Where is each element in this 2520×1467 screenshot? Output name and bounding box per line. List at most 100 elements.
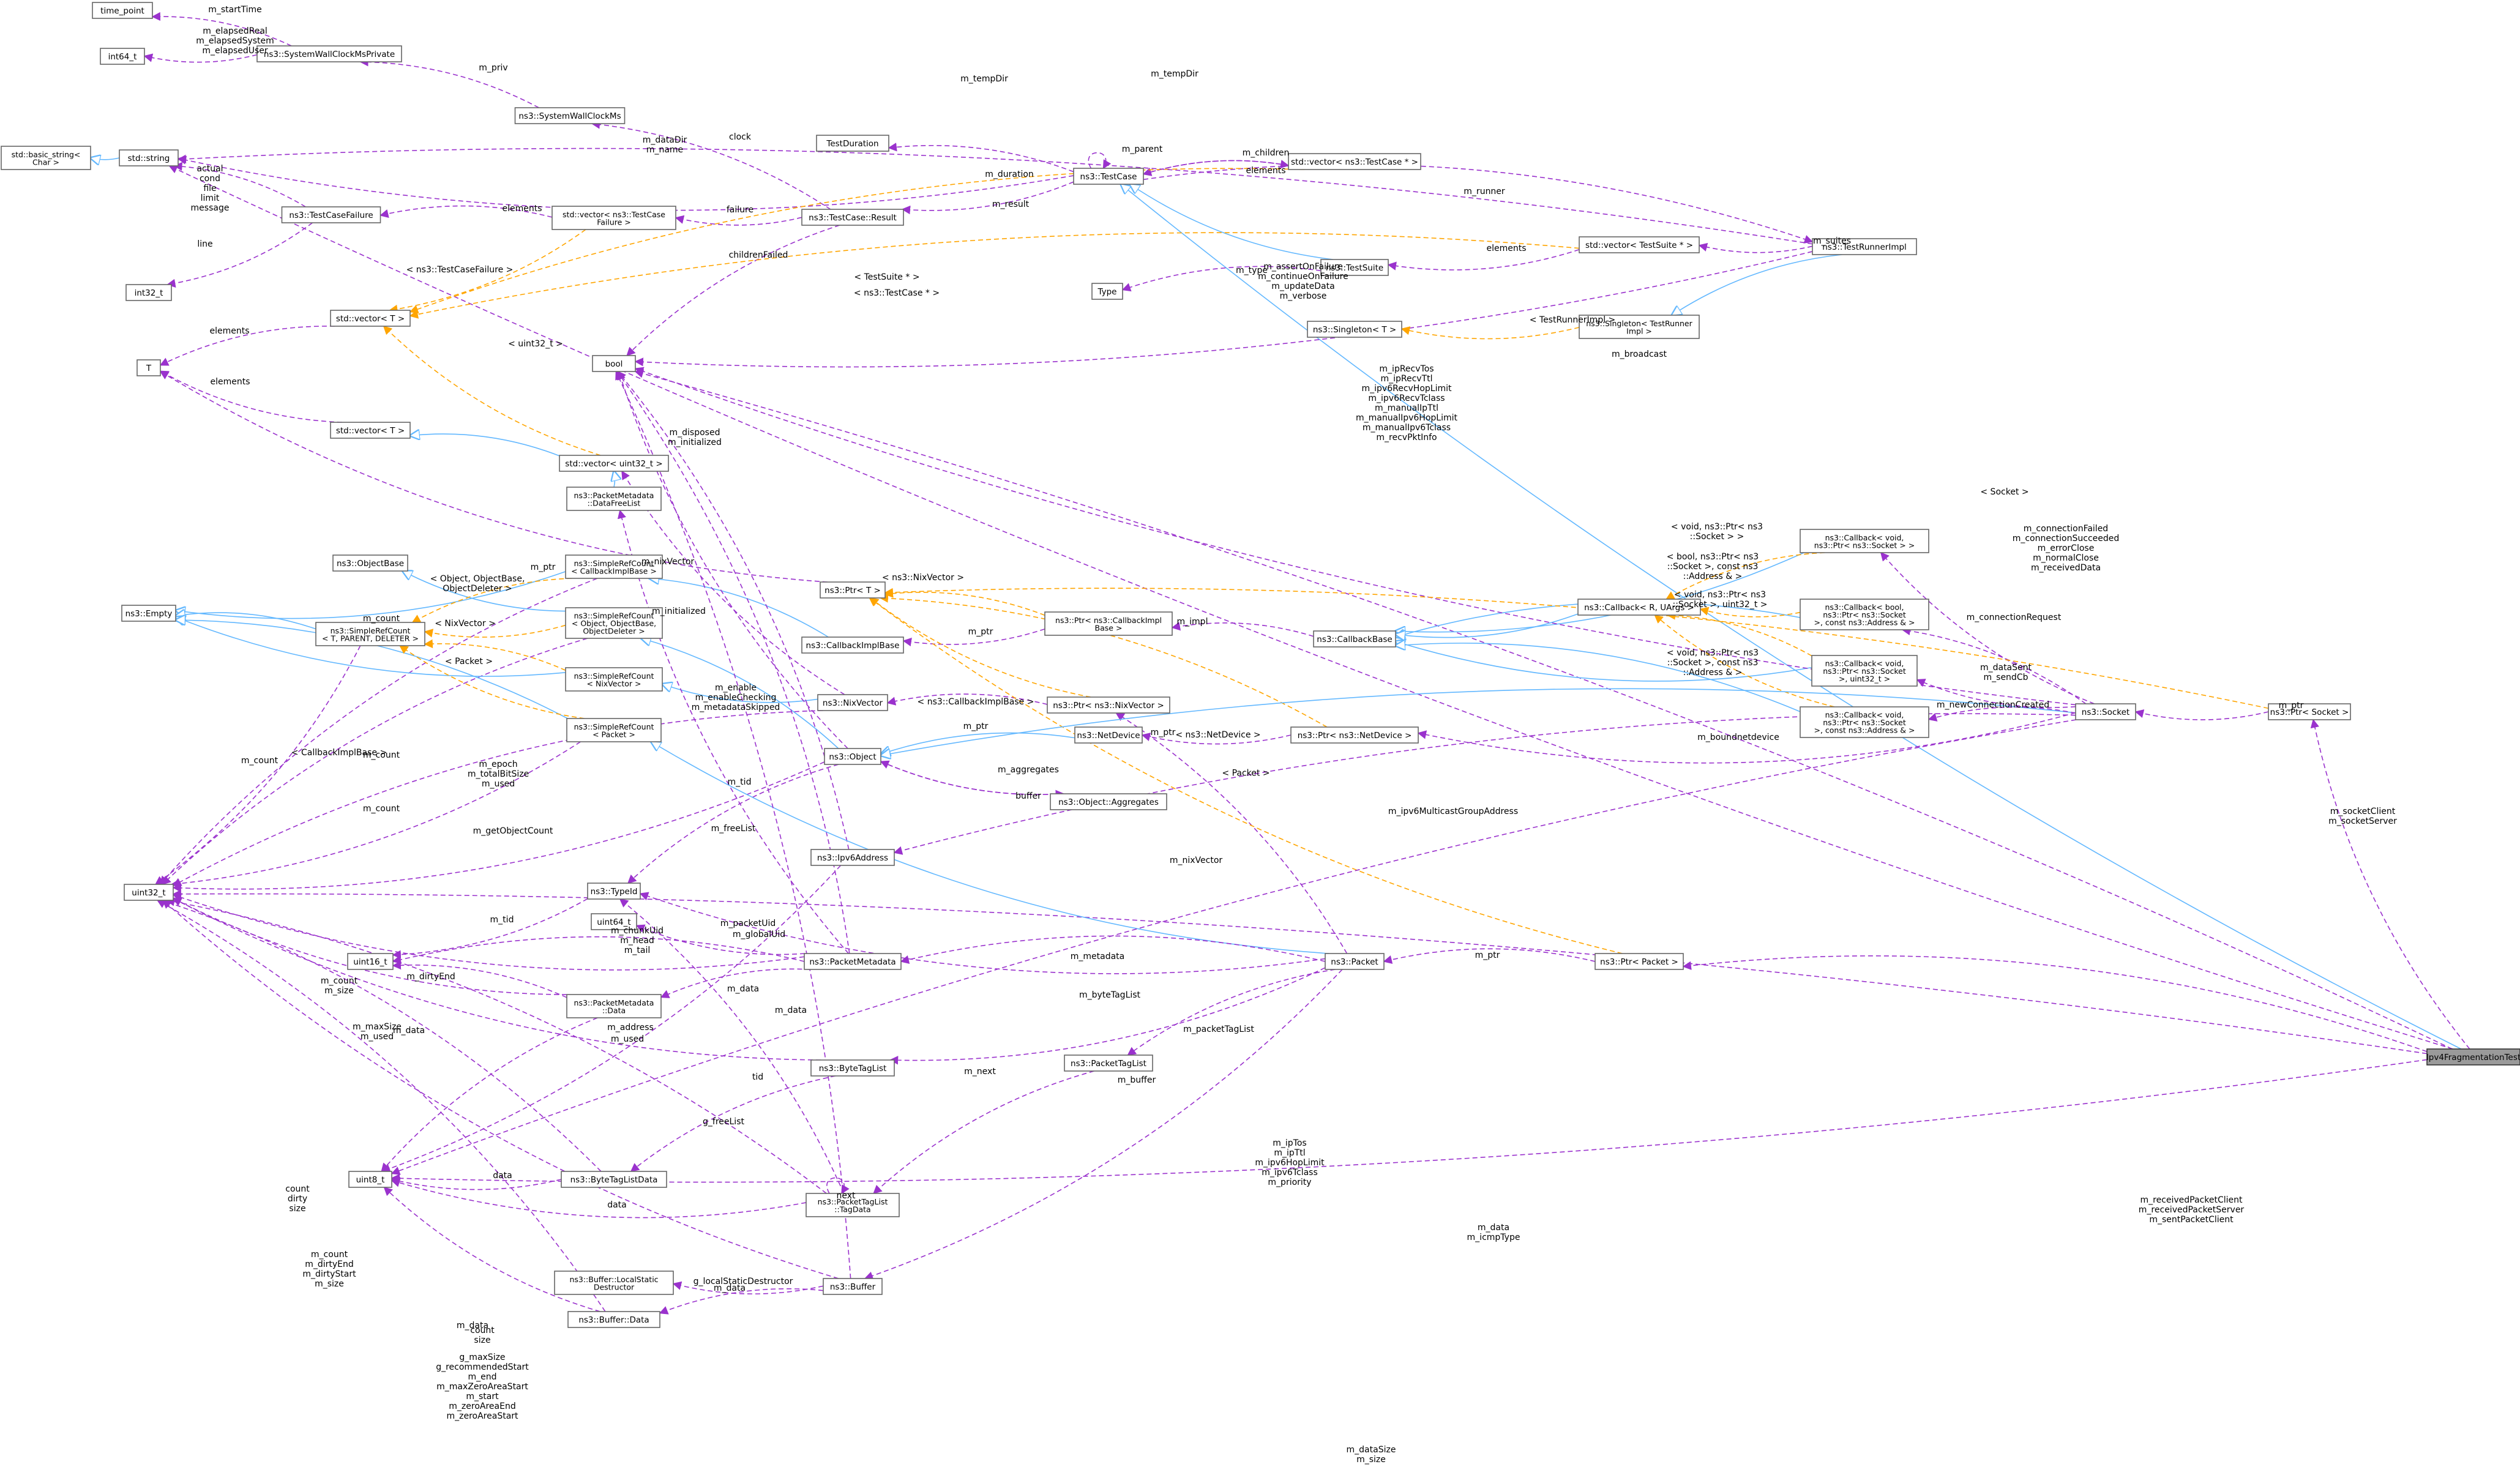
edge-pm_dfl-to-vec_u32 xyxy=(614,471,615,488)
node-ptr_nix[interactable]: ns3::Ptr< ns3::NixVector > xyxy=(1047,696,1170,714)
node-vec_u32[interactable]: std::vector< uint32_t > xyxy=(559,455,669,472)
node-packettaglist[interactable]: ns3::PacketTagList xyxy=(1064,1055,1153,1072)
node-root[interactable]: Ipv4FragmentationTest xyxy=(2426,1048,2520,1066)
node-singletonT-label: ns3::Singleton< T > xyxy=(1313,325,1396,335)
node-tcfailure[interactable]: ns3::TestCaseFailure xyxy=(281,206,381,223)
node-src_cib[interactable]: ns3::SimpleRefCount< CallbackImplBase > xyxy=(565,554,663,579)
node-cb_void_addr-box xyxy=(1800,706,1929,738)
edge-root-to-ptr_socket xyxy=(2310,719,2470,1050)
edge-buf_data-to-uint32_t xyxy=(156,900,606,1312)
node-packet[interactable]: ns3::Packet xyxy=(1325,953,1385,970)
node-vecT-box xyxy=(330,310,411,327)
edge-label-ptr_cib-to-cib: m_ptr xyxy=(968,627,993,637)
node-int64_t[interactable]: int64_t xyxy=(100,48,145,65)
node-testcase-label: ns3::TestCase xyxy=(1080,172,1137,182)
node-testcase[interactable]: ns3::TestCase xyxy=(1073,168,1144,185)
node-empty[interactable]: ns3::Empty xyxy=(121,605,176,622)
node-objectbase-label: ns3::ObjectBase xyxy=(337,559,404,569)
node-runnerimpl[interactable]: ns3::TestRunnerImpl xyxy=(1812,238,1917,255)
node-vecT[interactable]: std::vector< T > xyxy=(330,310,411,327)
node-pktmeta-label: ns3::PacketMetadata xyxy=(809,957,895,967)
node-buf_data-label: ns3::Buffer::Data xyxy=(578,1315,649,1325)
node-pm_data[interactable]: ns3::PacketMetadata::Data xyxy=(566,994,662,1018)
node-vec_u32-label: std::vector< uint32_t > xyxy=(565,459,662,469)
edge-ptr_socket-to-socket xyxy=(2134,709,2269,720)
node-ptr_socket[interactable]: ns3::Ptr< Socket > xyxy=(2268,703,2351,720)
edge-cb_void_addr-to-cb_R xyxy=(1654,614,1835,707)
node-basic_string[interactable]: std::basic_string<Char > xyxy=(1,146,91,170)
node-swcm[interactable]: ns3::SystemWallClockMs xyxy=(514,107,626,124)
node-cb_void_u32[interactable]: ns3::Callback< void,ns3::Ptr< ns3::Socke… xyxy=(1811,655,1918,687)
node-bool[interactable]: bool xyxy=(592,355,636,372)
node-src_tpl[interactable]: ns3::SimpleRefCount< T, PARENT, DELETER … xyxy=(315,622,425,646)
node-cb_void_addr[interactable]: ns3::Callback< void,ns3::Ptr< ns3::Socke… xyxy=(1800,706,1929,738)
edge-label-ptr_nix-to-ptrT: < ns3::NixVector > xyxy=(882,573,964,583)
node-testsuite[interactable]: ns3::TestSuite xyxy=(1320,259,1389,276)
node-time_point[interactable]: time_point xyxy=(92,2,153,19)
node-src_obj[interactable]: ns3::SimpleRefCount< Object, ObjectBase,… xyxy=(565,607,663,639)
node-btl_data[interactable]: ns3::ByteTagListData xyxy=(561,1171,667,1188)
node-singletonT[interactable]: ns3::Singleton< T > xyxy=(1307,321,1402,338)
node-string[interactable]: std::string xyxy=(119,149,179,166)
node-vec_tc[interactable]: std::vector< ns3::TestCase * > xyxy=(1288,153,1421,170)
node-ptr_nd[interactable]: ns3::Ptr< ns3::NetDevice > xyxy=(1290,726,1419,744)
node-uint8_t-label: uint8_t xyxy=(356,1175,385,1185)
node-ptl_tagdata[interactable]: ns3::PacketTagList::TagData xyxy=(806,1193,900,1217)
node-vec_tc-label: std::vector< ns3::TestCase * > xyxy=(1291,157,1418,167)
node-ipv6addr[interactable]: ns3::Ipv6Address xyxy=(810,849,895,866)
node-vecT2[interactable]: std::vector< T > xyxy=(330,422,411,439)
edge-label-testcase-to-testduration: m_duration xyxy=(985,170,1034,179)
node-nixvector[interactable]: ns3::NixVector xyxy=(817,694,888,711)
node-int32_t[interactable]: int32_t xyxy=(125,284,172,301)
node-testduration[interactable]: TestDuration xyxy=(816,135,889,152)
node-cib[interactable]: ns3::CallbackImplBase xyxy=(801,636,904,654)
node-uint32_t[interactable]: uint32_t xyxy=(124,884,174,901)
node-src_obj-label: ns3::SimpleRefCount< Object, ObjectBase,… xyxy=(572,611,656,636)
edge-label-vec_ts-to-vecT: < TestSuite * > xyxy=(854,272,919,282)
node-objectbase[interactable]: ns3::ObjectBase xyxy=(332,554,408,572)
edge-socket-to-cb_void_u32 xyxy=(1916,679,2076,708)
node-callbackbase[interactable]: ns3::CallbackBase xyxy=(1313,630,1396,648)
node-bytetaglist[interactable]: ns3::ByteTagList xyxy=(810,1059,895,1077)
node-object[interactable]: ns3::Object xyxy=(824,748,881,765)
node-ptr_pkt[interactable]: ns3::Ptr< Packet > xyxy=(1595,953,1684,970)
node-typeid[interactable]: ns3::TypeId xyxy=(587,883,641,900)
node-swcmp[interactable]: ns3::SystemWallClockMsPrivate xyxy=(256,45,402,62)
node-type[interactable]: Type xyxy=(1091,283,1123,300)
node-cb_void_sock[interactable]: ns3::Callback< void,ns3::Ptr< ns3::Socke… xyxy=(1800,529,1929,553)
node-src_nix[interactable]: ns3::SimpleRefCount< NixVector > xyxy=(565,667,663,692)
node-buf_data[interactable]: ns3::Buffer::Data xyxy=(567,1311,660,1328)
node-src_pkt[interactable]: ns3::SimpleRefCount< Packet > xyxy=(566,718,662,742)
node-uint8_t[interactable]: uint8_t xyxy=(348,1171,392,1188)
node-netdevice[interactable]: ns3::NetDevice xyxy=(1074,726,1143,744)
node-ptrT[interactable]: ns3::Ptr< T > xyxy=(820,581,886,599)
node-socket[interactable]: ns3::Socket xyxy=(2075,703,2136,720)
node-pktmeta[interactable]: ns3::PacketMetadata xyxy=(804,953,902,970)
node-cb_bool[interactable]: ns3::Callback< bool,ns3::Ptr< ns3::Socke… xyxy=(1800,599,1929,630)
node-pktmeta-box xyxy=(804,953,902,970)
node-tcresult[interactable]: ns3::TestCase::Result xyxy=(801,209,904,226)
node-pm_dfl[interactable]: ns3::PacketMetadata::DataFreeList xyxy=(566,487,662,511)
node-buffer[interactable]: ns3::Buffer xyxy=(823,1278,883,1295)
node-aggregates-label: ns3::Object::Aggregates xyxy=(1058,797,1159,807)
node-uint16_t[interactable]: uint16_t xyxy=(347,953,394,970)
node-src_nix-label: ns3::SimpleRefCount< NixVector > xyxy=(574,671,654,689)
edge-testcase-to-tcresult xyxy=(901,181,1074,215)
node-uint16_t-box xyxy=(347,953,394,970)
node-aggregates[interactable]: ns3::Object::Aggregates xyxy=(1050,793,1167,810)
node-cb_void_sock-box xyxy=(1800,529,1929,553)
edge-testsuite-to-testcase xyxy=(1130,184,1334,260)
node-T[interactable]: T xyxy=(136,359,161,376)
edge-label-ptr_nd-to-ptrT: < ns3::NetDevice > xyxy=(1175,730,1260,740)
node-vec_ts[interactable]: std::vector< TestSuite * > xyxy=(1579,236,1700,253)
edge-label-tcresult-to-vec_tcf: failure xyxy=(727,205,753,215)
node-cb_R[interactable]: ns3::Callback< R, UArgs > xyxy=(1577,599,1701,616)
node-uint64_t[interactable]: uint64_t xyxy=(591,913,637,930)
